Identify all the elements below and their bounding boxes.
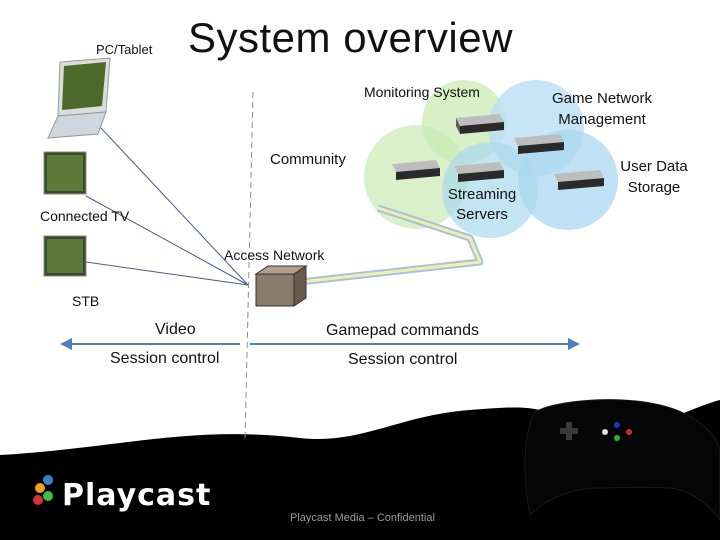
session-control-left-label: Session control [110, 350, 220, 367]
pc-tablet-label: PC/Tablet [96, 42, 153, 57]
right-arrow [250, 338, 580, 350]
community-label: Community [270, 151, 346, 168]
monitoring-system-label: Monitoring System [364, 84, 480, 100]
streaming-servers-label: Streaming Servers [447, 186, 517, 223]
user-data-server-icon [554, 170, 604, 190]
confidential-footer: Playcast Media – Confidential [290, 512, 435, 524]
laptop-icon [47, 57, 111, 139]
community-server-icon [392, 160, 440, 180]
tv-icon [43, 151, 87, 195]
session-control-right-label: Session control [348, 351, 458, 368]
monitoring-server-icon [456, 114, 504, 134]
streaming-server-icon [454, 162, 504, 182]
access-network-box-icon [254, 265, 308, 307]
left-arrow [60, 338, 240, 350]
connected-tv-label: Connected TV [40, 208, 130, 224]
stb-tv-icon [43, 235, 87, 277]
page-title: System overview [188, 14, 513, 61]
user-data-storage-label: User Data Storage [620, 158, 688, 196]
gamepad-icon [524, 399, 720, 521]
game-network-management-label: Game Network Management [551, 90, 653, 128]
game-network-server-icon [514, 134, 564, 154]
stb-label: STB [72, 293, 100, 309]
gamepad-commands-label: Gamepad commands [326, 322, 479, 339]
brand-logo-text: Playcast [62, 478, 212, 513]
access-network-label: Access Network [224, 247, 325, 263]
playcast-logo-icon [33, 475, 53, 505]
video-label: Video [155, 321, 196, 338]
